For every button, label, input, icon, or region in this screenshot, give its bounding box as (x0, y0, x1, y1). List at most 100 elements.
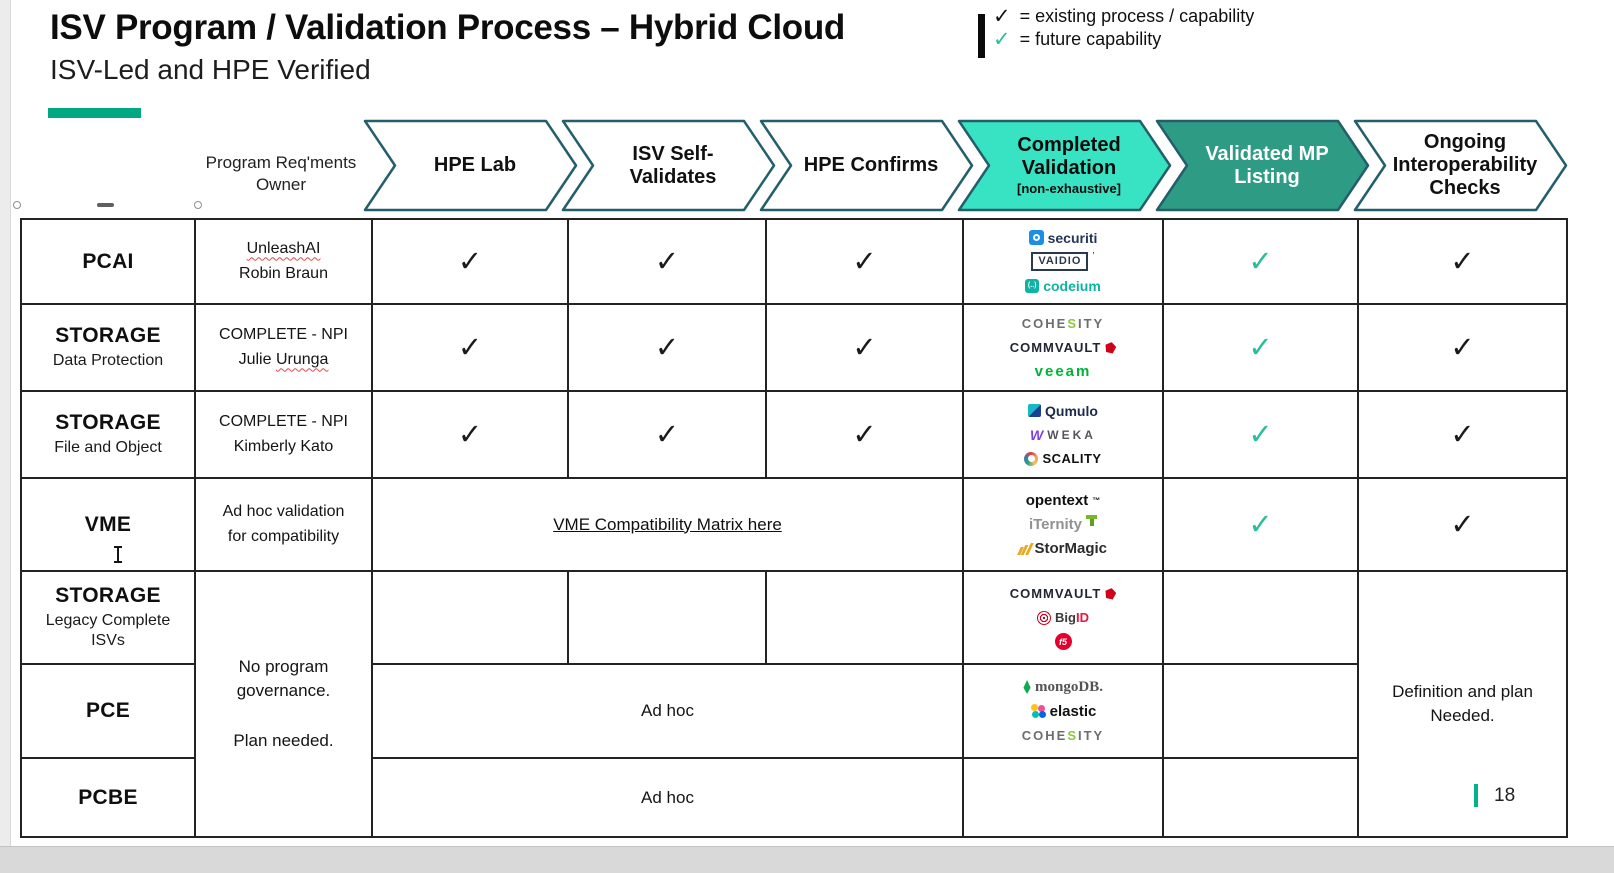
elastic-logo: elastic (1030, 701, 1096, 722)
legend-future: ✓ = future capability (993, 29, 1254, 50)
slide-number-text: 18 (1494, 784, 1516, 806)
black-check-icon: ✓ (457, 246, 483, 278)
app-background-bottom-edge (0, 846, 1614, 873)
validation-matrix-table: PCAI UnleashAI Robin Braun ✓ ✓ ✓ securit… (20, 218, 1568, 838)
check-cell: ✓ (373, 392, 567, 477)
f5-logo: f5 (1054, 631, 1072, 652)
stage-chevron-hpe-lab: HPE Lab (363, 118, 579, 213)
black-check-icon: ✓ (654, 246, 680, 278)
check-cell: ✓ (569, 220, 765, 303)
veeam-logo: veeam (1034, 363, 1092, 380)
commvault-logo: COMMVAULT (1010, 583, 1117, 604)
future-check-cell: ✓ (1164, 220, 1357, 303)
owner-cell-storage-fo: COMPLETE - NPI Kimberly Kato (196, 392, 371, 477)
bigid-icon (1037, 610, 1052, 625)
shape-selection-handle[interactable] (13, 201, 21, 209)
logos-cell-pcai: securiti VAIDIO’ (..)codeium (964, 220, 1162, 303)
check-cell: ✓ (1359, 305, 1566, 390)
owner-cell-pcai: UnleashAI Robin Braun (196, 220, 371, 303)
green-check-icon: ✓ (993, 28, 1011, 51)
legend-existing-label: = existing process / capability (1019, 6, 1255, 26)
stage-chevron-validated-mp-listing: Validated MP Listing (1155, 118, 1371, 213)
stage-label: ISV Self-Validates (629, 142, 717, 188)
logos-cell-storage-legacy: COMMVAULT BigID f5 (964, 572, 1162, 663)
black-check-icon: ✓ (1450, 509, 1475, 541)
black-check-icon: ✓ (654, 419, 680, 451)
definition-needed-cell: Definition and plan Needed. (1359, 572, 1566, 836)
empty-cell (1164, 759, 1357, 836)
check-cell: ✓ (569, 305, 765, 390)
black-check-icon: ✓ (852, 419, 877, 451)
vaidio-logo: VAIDIO’ (1031, 251, 1095, 272)
stage-chevron-ongoing-interop: Ongoing Interoperability Checks (1353, 118, 1569, 213)
stage-label: Ongoing Interoperability Checks (1392, 131, 1538, 199)
green-check-icon: ✓ (1248, 246, 1273, 278)
cohesity-logo: COHESITY (1021, 316, 1105, 331)
codeium-icon: (..) (1025, 278, 1040, 293)
stage-label: Validated MP Listing (1205, 142, 1329, 188)
iternity-icon (1086, 515, 1098, 526)
qumulo-logo: Qumulo (1028, 400, 1098, 421)
empty-cell (767, 572, 962, 663)
codeium-logo: (..)codeium (1025, 275, 1101, 296)
green-check-icon: ✓ (1248, 509, 1273, 541)
owner-cell-storage-dp: COMPLETE - NPI Julie Urunga (196, 305, 371, 390)
future-check-cell: ✓ (1164, 305, 1357, 390)
app-background-left-edge (0, 0, 11, 846)
adhoc-cell-pce: Ad hoc (373, 665, 962, 757)
check-cell: ✓ (373, 305, 567, 390)
slide-number-accent-bar (1474, 784, 1478, 807)
adhoc-cell-pcbe: Ad hoc (373, 759, 962, 836)
black-check-icon: ✓ (1450, 332, 1475, 364)
empty-cell (569, 572, 765, 663)
shape-selection-dash (97, 203, 114, 207)
commvault-icon (1104, 587, 1117, 600)
black-check-icon: ✓ (1450, 246, 1475, 278)
category-cell-pcbe: PCBE (22, 759, 194, 836)
text-cursor (112, 545, 124, 564)
category-cell-vme: VME (22, 479, 194, 570)
mongodb-leaf-icon (1023, 680, 1031, 694)
stage-label: HPE Confirms (803, 154, 939, 176)
stage-label: Completed Validation (1017, 134, 1121, 180)
cohesity-logo: COHESITY (1021, 727, 1105, 743)
check-cell: ✓ (1359, 392, 1566, 477)
commvault-logo: COMMVAULT (1010, 337, 1117, 358)
owner-cell-vme: Ad hoc validation for compatibility (196, 479, 371, 570)
column-header-owner: Program Req'ments Owner (205, 153, 357, 195)
check-cell: ✓ (767, 392, 962, 477)
iternity-logo: iTernity (1029, 514, 1098, 535)
hpe-accent-bar (48, 108, 141, 118)
check-cell: ✓ (767, 220, 962, 303)
f5-icon: f5 (1054, 633, 1072, 650)
vme-compatibility-link[interactable]: VME Compatibility Matrix here (553, 514, 782, 534)
stage-label: HPE Lab (433, 154, 517, 176)
black-check-icon: ✓ (1450, 419, 1475, 451)
black-check-icon: ✓ (457, 332, 483, 364)
empty-cell (1164, 572, 1357, 663)
category-cell-pcai: PCAI (22, 220, 194, 303)
securiti-icon (1028, 230, 1044, 245)
text-caret (978, 14, 985, 58)
logos-cell-storage-dp: COHESITY COMMVAULT veeam (964, 305, 1162, 390)
check-cell: ✓ (373, 220, 567, 303)
stage-chevron-isv-self-validates: ISV Self-Validates (561, 118, 777, 213)
scality-logo: SCALITY (1024, 448, 1101, 469)
stage-chevron-completed-validation: Completed Validation[non-exhaustive] (957, 118, 1173, 213)
empty-cell (373, 572, 567, 663)
stormagic-logo: StorMagic (1017, 538, 1107, 559)
weka-icon: W (1030, 426, 1044, 443)
black-check-icon: ✓ (457, 419, 483, 451)
shape-selection-handle[interactable] (194, 201, 202, 209)
vme-compatibility-cell: VME Compatibility Matrix here (373, 479, 962, 570)
commvault-icon (1104, 341, 1117, 354)
check-cell: ✓ (1359, 479, 1566, 570)
no-governance-cell: No program governance. Plan needed. (196, 572, 371, 836)
legend-future-label: = future capability (1019, 29, 1162, 49)
check-cell: ✓ (1359, 220, 1566, 303)
bigid-logo: BigID (1037, 607, 1089, 628)
